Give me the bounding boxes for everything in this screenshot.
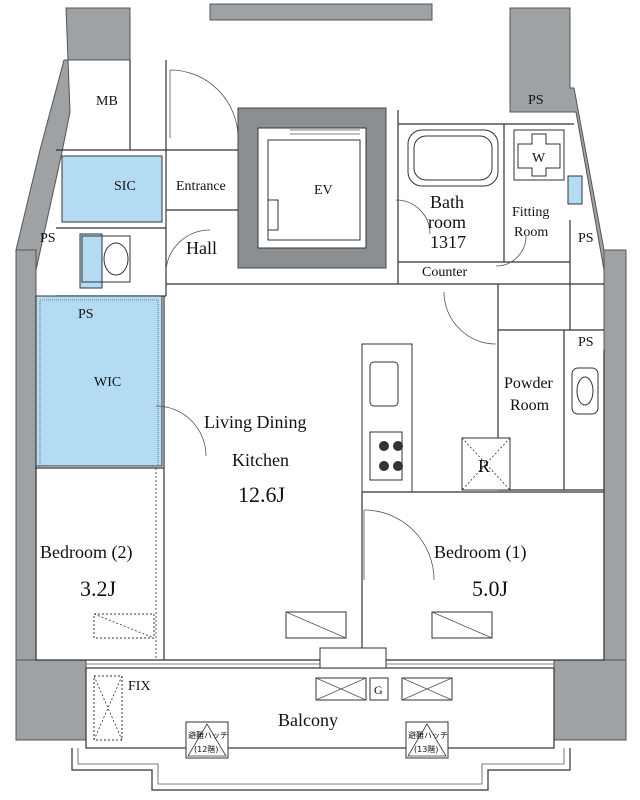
bedroom1-label: Bedroom (1) <box>434 542 526 563</box>
balcony-label: Balcony <box>278 710 338 730</box>
gas-label: G <box>374 683 383 697</box>
mb-label: MB <box>96 94 118 109</box>
room-labels: MB PS SIC Entrance EV Bath room 1317 W F… <box>40 93 594 754</box>
ev-label: EV <box>314 183 333 198</box>
wic-label: WIC <box>94 375 121 390</box>
hatch-left-line2: (12階) <box>194 744 218 754</box>
bathroom-size: 1317 <box>430 232 466 252</box>
bedroom1-size: 5.0J <box>472 576 509 601</box>
washer-label: W <box>532 151 546 166</box>
interior-partitions <box>36 60 604 669</box>
doors <box>155 69 527 581</box>
ldk-label-line2: Kitchen <box>232 450 289 470</box>
powder-room-line2: Room <box>510 397 550 414</box>
entrance-label: Entrance <box>176 179 226 194</box>
hatch-right-line1: 避難ハッチ <box>408 730 448 740</box>
sic-label: SIC <box>114 179 136 194</box>
elevator-core <box>237 107 387 269</box>
ps-top-right-label: PS <box>528 93 544 108</box>
ac-vents <box>93 611 493 759</box>
storage-areas <box>35 155 583 467</box>
bathroom-label-line2: room <box>428 212 466 232</box>
ps-right-label: PS <box>578 231 594 246</box>
fitting-room-line2: Room <box>514 225 548 240</box>
ldk-label-line1: Living Dining <box>204 412 307 432</box>
fixtures <box>81 129 599 491</box>
bathroom-label-line1: Bath <box>430 192 464 212</box>
bedroom2-size: 3.2J <box>80 576 117 601</box>
exterior-walls <box>15 3 627 791</box>
fix-label: FIX <box>128 679 151 694</box>
fitting-room-line1: Fitting <box>512 205 549 220</box>
fridge-label: R <box>478 456 490 476</box>
bedroom2-label: Bedroom (2) <box>40 542 132 563</box>
hall-label: Hall <box>186 238 217 258</box>
hatch-left-line1: 避難ハッチ <box>188 730 228 740</box>
ps-left-label: PS <box>40 231 56 246</box>
ps-mid-left-label: PS <box>78 307 94 322</box>
ldk-size: 12.6J <box>238 482 286 507</box>
counter-label: Counter <box>422 265 467 280</box>
hatch-right-line2: (13階) <box>414 744 438 754</box>
ps-powder-label: PS <box>578 335 594 350</box>
powder-room-line1: Powder <box>504 375 554 392</box>
